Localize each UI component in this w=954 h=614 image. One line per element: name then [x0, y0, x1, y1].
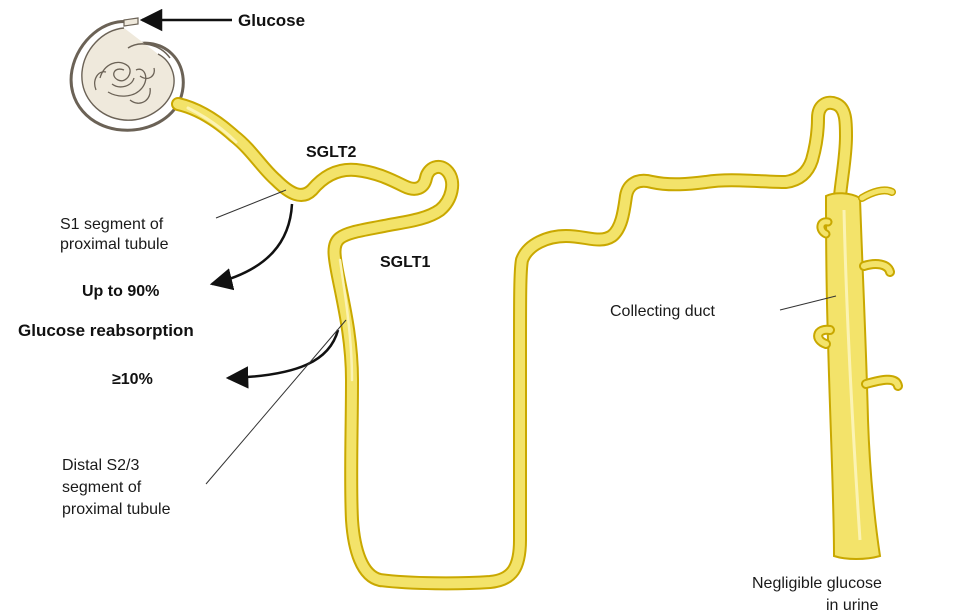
s1-label-line1: S1 segment of: [60, 216, 164, 233]
sglt1-label: SGLT1: [380, 254, 430, 271]
glomerulus: [71, 18, 183, 130]
negligible-glucose-line1: Negligible glucose: [752, 575, 882, 592]
s1-label-line2: proximal tubule: [60, 236, 169, 253]
glucose-label: Glucose: [238, 11, 305, 30]
s1-leader-line: [216, 190, 286, 218]
distal-label-line3: proximal tubule: [62, 501, 171, 518]
reabsorption-90-arrow: [212, 204, 292, 284]
reabsorption-10-arrow: [228, 330, 338, 378]
negligible-glucose-line2: in urine: [826, 597, 879, 614]
sglt2-label: SGLT2: [306, 144, 356, 161]
tubule: [178, 103, 846, 584]
collecting-duct: [818, 190, 898, 559]
distal-label-line1: Distal S2/3: [62, 457, 139, 474]
glucose-reabsorption-label: Glucose reabsorption: [18, 321, 194, 340]
collecting-duct-label: Collecting duct: [610, 303, 716, 320]
distal-leader-line: [206, 320, 346, 484]
ge-10-label: ≥10%: [112, 371, 153, 388]
up-to-90-label: Up to 90%: [82, 283, 159, 300]
distal-label-line2: segment of: [62, 479, 142, 496]
